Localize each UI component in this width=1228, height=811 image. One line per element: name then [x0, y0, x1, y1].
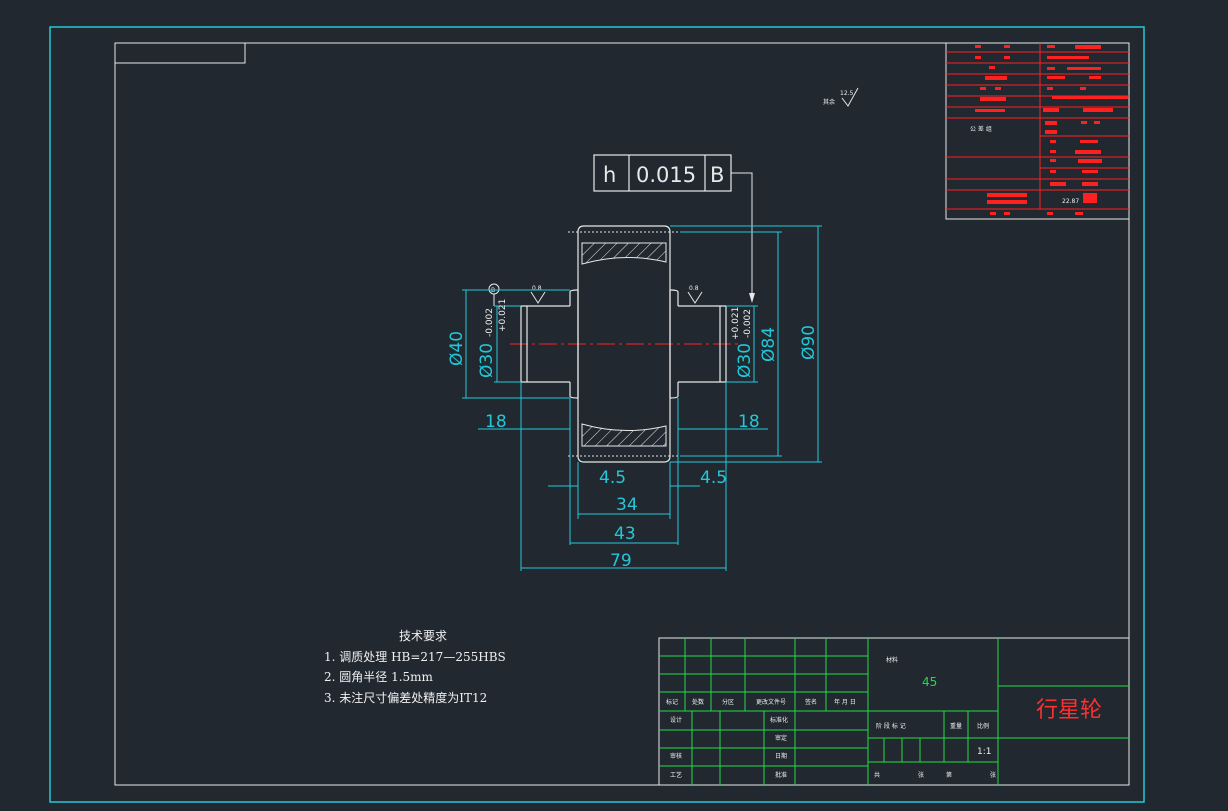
fcf-symbol: h: [603, 163, 616, 187]
dim-d40: Ø40: [447, 331, 467, 366]
dim-34: 34: [616, 495, 638, 515]
dim-d30-right-lower: -0.002: [743, 309, 753, 338]
tb-stage-1: 重量: [950, 722, 962, 730]
dim-4-5-right: 4.5: [700, 468, 727, 488]
dim-d30-left: Ø30: [477, 343, 497, 378]
dim-4-5-left: 4.5: [599, 468, 626, 488]
tb-header-2: 分区: [722, 698, 734, 706]
roughness-prefix: 其余: [823, 98, 835, 106]
tb-std-0: 标准化: [770, 716, 788, 724]
dim-18-left: 18: [485, 412, 507, 432]
dim-d30-left-lower: -0.002: [485, 308, 495, 337]
tb-stage-0: 阶 段 标 记: [876, 722, 906, 730]
notes-item-2: 2. 圆角半径 1.5mm: [324, 670, 434, 684]
tb-role-0: 设计: [670, 716, 682, 724]
roughness-value-general: 12.5: [840, 90, 854, 97]
tb-stage-2: 比例: [977, 722, 989, 730]
dim-43: 43: [614, 524, 636, 544]
tb-header-4: 签名: [805, 698, 817, 706]
dim-18-right: 18: [738, 412, 760, 432]
tb-sheet-3: 张: [990, 771, 996, 779]
param-label-module: 公 差 组: [970, 125, 992, 133]
roughness-right: 0.8: [687, 285, 703, 304]
dim-79: 79: [610, 551, 632, 571]
dim-d30-right-upper: +0.021: [731, 307, 741, 340]
hatch-top: [581, 242, 667, 265]
tb-part-name: 行星轮: [1036, 698, 1102, 723]
outer-frame: [49, 26, 1145, 803]
tb-header-5: 年 月 日: [834, 698, 856, 706]
roughness-value-right: 0.8: [689, 285, 699, 292]
fcf-datum: B: [710, 163, 724, 187]
dimension-lines: [462, 225, 822, 571]
general-roughness-symbol: 其余 12.5: [823, 87, 859, 107]
tb-material-label: 材料: [886, 656, 898, 664]
fcf-tolerance: 0.015: [636, 163, 696, 187]
tb-sheet-0: 共: [874, 771, 880, 779]
tb-role-2: 工艺: [670, 771, 682, 779]
tb-std-1: 审定: [775, 734, 787, 742]
corner-box: [114, 42, 246, 64]
tb-std-3: 批准: [775, 771, 787, 779]
tb-material: 45: [922, 675, 937, 689]
title-block: [658, 637, 1130, 786]
dim-d90: Ø90: [799, 325, 819, 360]
notes-item-3: 3. 未注尺寸偏差处精度为IT12: [324, 690, 487, 705]
roughness-left: 0.8: [530, 285, 546, 304]
hatch-bottom: [581, 423, 667, 447]
dim-d30-left-upper: +0.021: [498, 299, 508, 332]
tb-header-1: 处数: [692, 698, 704, 706]
notes-heading: 技术要求: [399, 629, 447, 643]
tb-sheet-1: 张: [918, 771, 924, 779]
param-label-value: 22.87: [1062, 198, 1079, 205]
feature-control-frame: h 0.015 B: [593, 154, 755, 303]
dim-d30-right: Ø30: [735, 343, 755, 378]
roughness-value-left: 0.8: [532, 285, 542, 292]
tb-sheet-2: 第: [946, 771, 952, 779]
notes-item-1: 1. 调质处理 HB=217—255HBS: [324, 650, 506, 664]
tb-header-0: 标记: [666, 698, 678, 706]
tb-header-3: 更改文件号: [756, 698, 786, 706]
tb-scale: 1:1: [977, 747, 991, 757]
inner-frame: [114, 42, 1130, 786]
tb-std-2: 日期: [775, 752, 787, 760]
parameter-table: 公 差 组 22.87: [945, 42, 1130, 220]
tb-role-1: 审核: [670, 752, 682, 760]
dim-d84: Ø84: [759, 327, 779, 362]
